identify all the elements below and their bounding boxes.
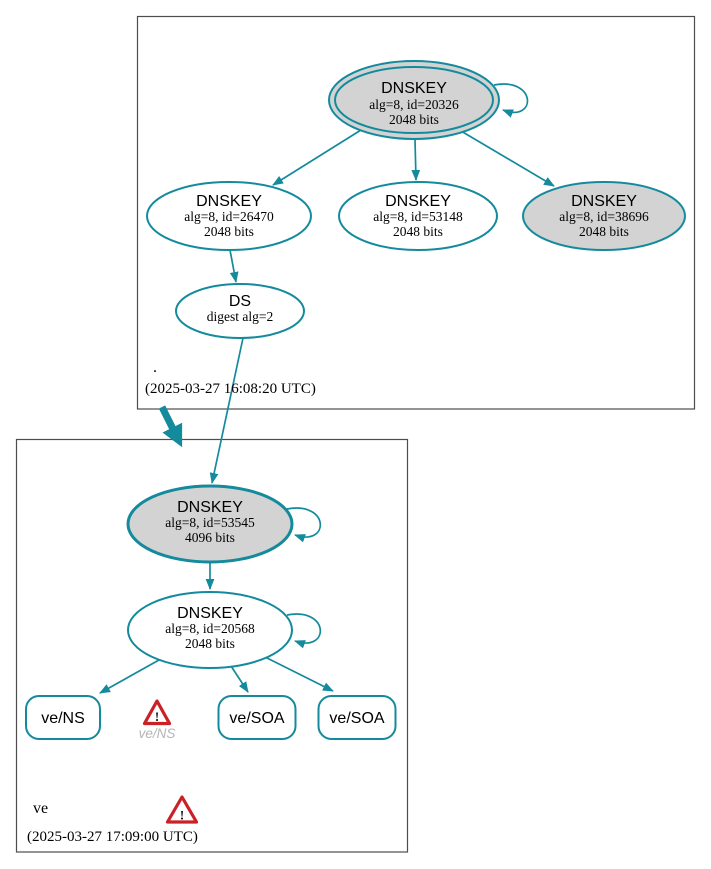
node-dnskey-53148[interactable]: DNSKEY alg=8, id=53148 2048 bits bbox=[338, 181, 498, 251]
node-dnskey-20326[interactable]: DNSKEY alg=8, id=20326 2048 bits bbox=[328, 60, 500, 140]
node-dnskey-38696[interactable]: DNSKEY alg=8, id=38696 2048 bits bbox=[522, 181, 686, 251]
dnskey-26470-size: 2048 bits bbox=[204, 224, 254, 239]
dnskey-20326-size: 2048 bits bbox=[389, 112, 439, 127]
rrset-ve-soa-1-label: ve/SOA bbox=[229, 710, 284, 727]
zone-ve-warning[interactable]: ! bbox=[165, 795, 199, 824]
zone-label-ve: ve bbox=[33, 800, 48, 817]
dnskey-53148-detail: alg=8, id=53148 bbox=[373, 209, 463, 224]
dnskey-20568-size: 2048 bits bbox=[185, 636, 235, 651]
edge-key20326-key26470 bbox=[272, 129, 362, 186]
dnskey-20326-type: DNSKEY bbox=[381, 80, 447, 97]
rrset-ve-ns-warning-label: ve/NS bbox=[139, 726, 176, 741]
warning-icon[interactable] bbox=[142, 699, 172, 726]
node-dnskey-53545[interactable]: DNSKEY alg=8, id=53545 4096 bits bbox=[126, 484, 294, 564]
edge-key20568-soa2 bbox=[264, 656, 334, 692]
edge-key20326-key53148 bbox=[411, 139, 421, 181]
edge-key20326-self-loop bbox=[493, 83, 529, 118]
delegation-arrow-root-to-ve bbox=[158, 405, 183, 448]
dnskey-53545-ellipse[interactable] bbox=[126, 484, 294, 564]
rrset-ve-ns-label: ve/NS bbox=[41, 710, 85, 727]
dnskey-38696-type: DNSKEY bbox=[571, 193, 637, 210]
node-rrset-ve-ns[interactable]: ve/NS bbox=[25, 695, 101, 740]
dnskey-53545-size: 4096 bits bbox=[185, 530, 235, 545]
node-rrset-ve-soa-1[interactable]: ve/SOA bbox=[217, 695, 297, 740]
dnskey-38696-size: 2048 bits bbox=[579, 224, 629, 239]
zone-box-root bbox=[136, 15, 696, 410]
dnskey-26470-type: DNSKEY bbox=[196, 193, 262, 210]
rrset-ve-soa-1-box[interactable] bbox=[217, 695, 297, 740]
edge-ds-key53545 bbox=[209, 337, 244, 484]
warning-icon[interactable] bbox=[165, 795, 199, 824]
dnskey-53545-detail: alg=8, id=53545 bbox=[165, 515, 255, 530]
dnskey-20326-outer-ellipse[interactable] bbox=[328, 60, 500, 140]
warning-mark: ! bbox=[180, 808, 184, 823]
ds-ellipse[interactable] bbox=[175, 283, 305, 339]
dnskey-20326-detail: alg=8, id=20326 bbox=[369, 97, 459, 112]
zone-timestamp-root: (2025-03-27 16:08:20 UTC) bbox=[145, 381, 316, 397]
zone-label-root: . bbox=[153, 359, 157, 376]
dnskey-20568-ellipse[interactable] bbox=[127, 591, 293, 669]
edge-key20568-ns bbox=[99, 659, 160, 694]
dnskey-20568-detail: alg=8, id=20568 bbox=[165, 621, 255, 636]
dnskey-20568-type: DNSKEY bbox=[177, 605, 243, 622]
edge-key20568-soa1 bbox=[230, 665, 249, 693]
node-dnskey-26470[interactable]: DNSKEY alg=8, id=26470 2048 bits bbox=[146, 181, 312, 251]
warning-mark: ! bbox=[155, 709, 159, 724]
rrset-ve-soa-2-box[interactable] bbox=[317, 695, 397, 740]
edge-key20568-self-loop bbox=[286, 613, 322, 649]
zone-timestamp-ve: (2025-03-27 17:09:00 UTC) bbox=[27, 829, 198, 845]
dnskey-53148-size: 2048 bits bbox=[393, 224, 443, 239]
ds-type: DS bbox=[229, 293, 251, 310]
node-rrset-ve-soa-2[interactable]: ve/SOA bbox=[317, 695, 397, 740]
dnskey-53148-ellipse[interactable] bbox=[338, 181, 498, 251]
dnskey-53545-type: DNSKEY bbox=[177, 499, 243, 516]
edge-key26470-ds bbox=[229, 249, 239, 283]
dnskey-20326-inner-ellipse bbox=[334, 66, 494, 134]
node-dnskey-20568[interactable]: DNSKEY alg=8, id=20568 2048 bits bbox=[127, 591, 293, 669]
dnskey-38696-ellipse[interactable] bbox=[522, 181, 686, 251]
dnskey-26470-ellipse[interactable] bbox=[146, 181, 312, 251]
edge-key53545-self-loop bbox=[286, 507, 322, 543]
dnskey-53148-type: DNSKEY bbox=[385, 193, 451, 210]
rrset-ve-soa-2-label: ve/SOA bbox=[329, 710, 384, 727]
dnskey-26470-detail: alg=8, id=26470 bbox=[184, 209, 274, 224]
edge-key20326-key38696 bbox=[460, 130, 555, 187]
ds-detail: digest alg=2 bbox=[207, 309, 273, 324]
rrset-ve-ns-box[interactable] bbox=[25, 695, 101, 740]
node-ds-root[interactable]: DS digest alg=2 bbox=[175, 283, 305, 339]
zone-box-ve bbox=[15, 438, 409, 853]
rrset-ve-ns-warning[interactable]: ! ve/NS bbox=[139, 699, 176, 741]
dnskey-38696-detail: alg=8, id=38696 bbox=[559, 209, 649, 224]
